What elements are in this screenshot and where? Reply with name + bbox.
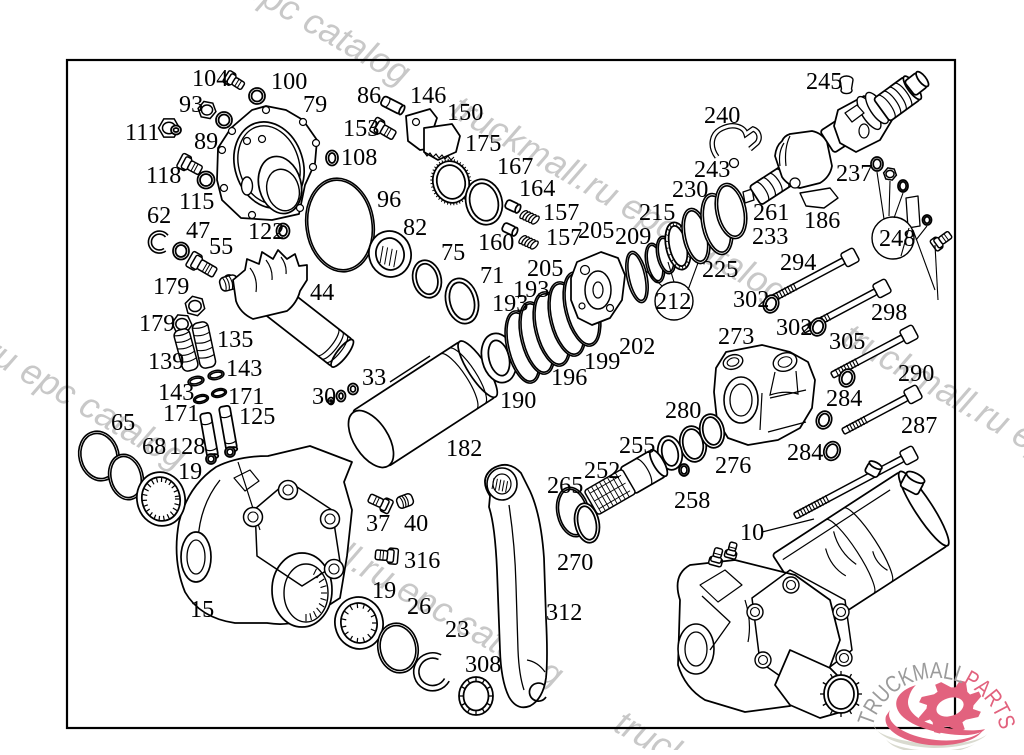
svg-text:135: 135 [217,326,253,353]
svg-text:47: 47 [186,217,210,244]
svg-text:55: 55 [209,233,233,260]
svg-text:308: 308 [465,651,501,678]
svg-text:146: 146 [410,82,446,109]
svg-text:10: 10 [740,519,764,546]
svg-text:261: 261 [753,199,789,226]
svg-text:26: 26 [407,593,431,620]
svg-text:115: 115 [179,188,214,215]
svg-text:143: 143 [226,355,262,382]
svg-text:255: 255 [619,432,655,459]
svg-text:305: 305 [829,328,865,355]
svg-text:245: 245 [806,68,842,95]
svg-text:A: A [930,657,943,683]
svg-text:248: 248 [879,225,915,252]
svg-text:298: 298 [871,299,907,326]
svg-text:19: 19 [178,458,202,485]
svg-text:33: 33 [362,364,386,391]
svg-text:160: 160 [478,229,514,256]
svg-text:122: 122 [248,218,284,245]
svg-text:104: 104 [192,65,228,92]
svg-text:100: 100 [271,68,307,95]
svg-text:252: 252 [584,457,620,484]
svg-text:71: 71 [480,262,504,289]
svg-text:186: 186 [804,207,840,234]
svg-text:15: 15 [190,596,214,623]
svg-text:179: 179 [139,310,175,337]
svg-text:182: 182 [446,435,482,462]
svg-text:302: 302 [733,286,769,313]
svg-text:316: 316 [404,547,440,574]
svg-text:302: 302 [776,314,812,341]
svg-text:139: 139 [148,348,184,375]
svg-text:93: 93 [179,91,203,118]
svg-text:209: 209 [615,223,651,250]
svg-text:37: 37 [366,510,390,537]
svg-text:19: 19 [372,577,396,604]
svg-text:230: 230 [672,176,708,203]
svg-text:75: 75 [441,239,465,266]
svg-text:294: 294 [780,249,816,276]
svg-text:280: 280 [665,397,701,424]
svg-text:164: 164 [519,175,555,202]
svg-text:258: 258 [674,487,710,514]
svg-text:212: 212 [655,288,691,315]
svg-text:287: 287 [901,412,937,439]
svg-text:312: 312 [546,599,582,626]
svg-text:30: 30 [312,383,336,410]
svg-text:265: 265 [547,472,583,499]
svg-text:153: 153 [343,115,379,142]
svg-text:205: 205 [578,217,614,244]
svg-text:44: 44 [310,279,334,306]
svg-text:290: 290 [898,360,934,387]
svg-text:118: 118 [146,162,181,189]
svg-text:157: 157 [546,224,582,251]
svg-text:157: 157 [543,199,579,226]
svg-text:171: 171 [163,400,199,427]
svg-text:233: 233 [752,223,788,250]
svg-text:276: 276 [715,452,751,479]
svg-text:79: 79 [303,91,327,118]
svg-text:128: 128 [169,433,205,460]
svg-text:62: 62 [147,202,171,229]
svg-text:273: 273 [718,323,754,350]
svg-text:237: 237 [836,160,872,187]
svg-text:270: 270 [557,549,593,576]
svg-text:96: 96 [377,186,401,213]
svg-text:150: 150 [447,99,483,126]
svg-text:108: 108 [341,144,377,171]
svg-text:179: 179 [153,273,189,300]
svg-text:175: 175 [465,130,501,157]
svg-text:125: 125 [239,403,275,430]
svg-text:225: 225 [702,256,738,283]
svg-text:190: 190 [500,387,536,414]
svg-text:23: 23 [445,616,469,643]
svg-text:215: 215 [639,199,675,226]
svg-text:82: 82 [403,214,427,241]
svg-text:240: 240 [704,102,740,129]
svg-text:284: 284 [826,385,862,412]
svg-text:199: 199 [584,348,620,375]
svg-text:111: 111 [125,119,160,146]
svg-text:65: 65 [111,409,135,436]
svg-text:40: 40 [404,510,428,537]
svg-text:284: 284 [787,439,823,466]
svg-text:202: 202 [619,333,655,360]
svg-text:193: 193 [492,290,528,317]
svg-text:89: 89 [194,128,218,155]
svg-text:86: 86 [357,82,381,109]
svg-text:196: 196 [551,364,587,391]
svg-text:68: 68 [142,433,166,460]
